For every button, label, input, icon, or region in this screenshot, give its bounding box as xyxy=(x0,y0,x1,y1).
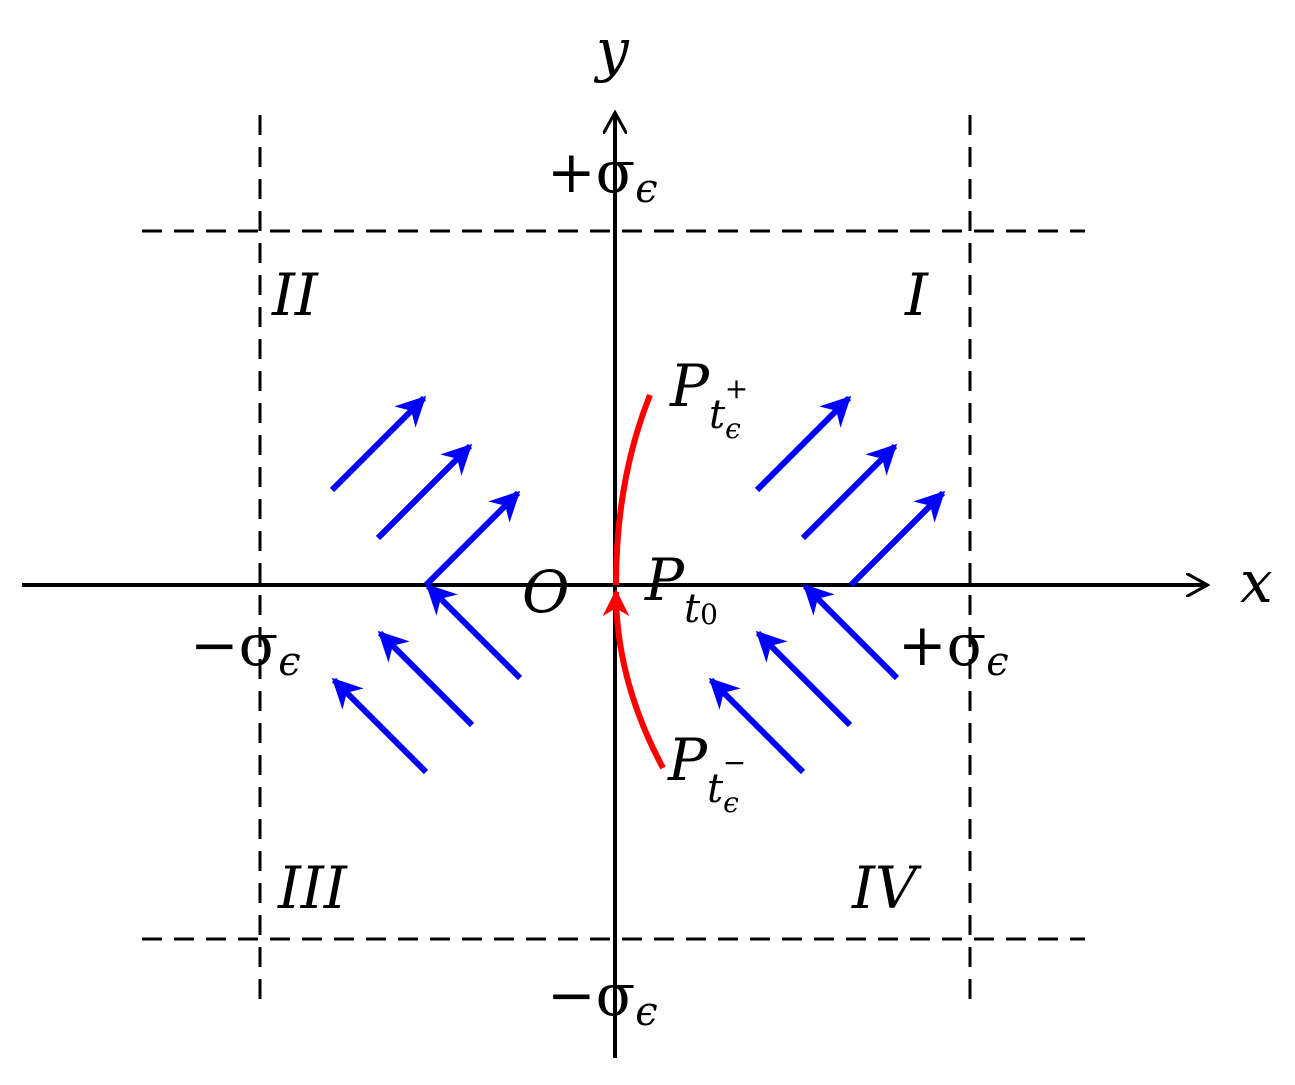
flow-arrow xyxy=(800,443,898,541)
y-minus-bound-sub: ϵ xyxy=(635,989,657,1035)
flow-arrow xyxy=(331,677,429,775)
point-minus-label: Ptϵ − xyxy=(667,726,746,819)
point-zero-base: P xyxy=(644,546,685,614)
x-plus-bound-label: +σϵ xyxy=(898,611,1009,685)
quadrant-1-label: I xyxy=(904,261,929,329)
flow-arrow xyxy=(708,677,806,775)
flow-arrow xyxy=(754,395,852,493)
trajectory-upper xyxy=(613,393,653,586)
flow-arrow xyxy=(329,395,427,493)
flow-arrow xyxy=(423,490,521,588)
x-minus-bound-value: −σ xyxy=(190,611,278,679)
point-zero-label: Pt0 xyxy=(644,546,718,632)
point-plus-label: Ptϵ + xyxy=(669,352,748,445)
point-minus-subsub: ϵ xyxy=(723,786,739,819)
y-plus-bound-sub: ϵ xyxy=(635,166,657,212)
point-plus-sub: t xyxy=(709,392,726,438)
quadrant-2-label: II xyxy=(271,261,319,329)
y-minus-bound-value: −σ xyxy=(547,961,635,1029)
trajectory xyxy=(602,393,666,770)
axes xyxy=(22,115,1205,1058)
flow-arrow xyxy=(755,630,853,728)
x-minus-bound-label: −σϵ xyxy=(190,611,301,685)
point-minus-base: P xyxy=(667,726,708,794)
flow-arrows xyxy=(329,395,946,775)
point-zero-subsub: 0 xyxy=(700,598,718,631)
trajectory-lower xyxy=(602,589,666,770)
flow-arrow xyxy=(848,490,946,588)
flow-arrow xyxy=(802,583,900,681)
x-minus-bound-sub: ϵ xyxy=(278,639,300,685)
point-zero-sub: t xyxy=(684,586,701,632)
point-plus-sup: + xyxy=(725,372,748,405)
point-plus-subsub: ϵ xyxy=(725,412,741,445)
flow-arrow xyxy=(377,630,475,728)
origin-label: O xyxy=(522,558,570,626)
point-minus-sub: t xyxy=(707,766,724,812)
boundary-lines xyxy=(142,115,1085,1010)
y-axis-label: y xyxy=(593,16,630,84)
flow-arrow xyxy=(375,443,473,541)
x-plus-bound-sub: ϵ xyxy=(986,639,1008,685)
y-plus-bound-value: +σ xyxy=(547,138,635,206)
point-minus-sup: − xyxy=(723,746,746,779)
x-plus-bound-value: +σ xyxy=(898,611,986,679)
flow-arrow xyxy=(425,583,523,681)
point-plus-base: P xyxy=(669,352,710,420)
y-minus-bound-label: −σϵ xyxy=(547,961,658,1035)
quadrant-4-label: IV xyxy=(851,854,922,922)
x-axis-label: x xyxy=(1240,548,1273,616)
y-plus-bound-label: +σϵ xyxy=(547,138,658,212)
quadrant-3-label: III xyxy=(277,854,348,922)
